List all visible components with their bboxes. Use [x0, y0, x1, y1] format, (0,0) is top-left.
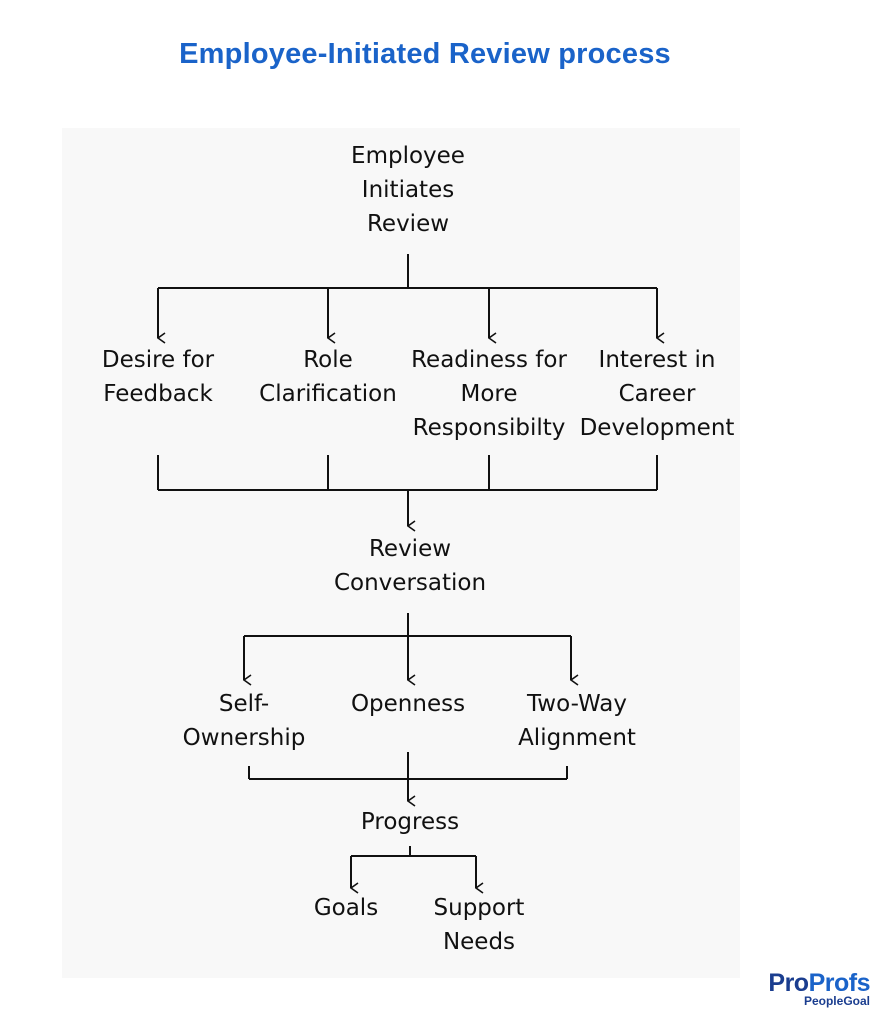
diagram-panel — [62, 128, 740, 978]
page-title: Employee-Initiated Review process — [179, 38, 671, 70]
node-progress: Progress — [360, 809, 460, 835]
logo-pro: Pro — [768, 969, 809, 997]
logo-subtitle: PeopleGoal — [803, 994, 870, 1008]
node-openness: Openness — [350, 691, 466, 717]
node-self-ownership: Self-Ownership — [182, 691, 306, 751]
logo-profs: Profs — [808, 969, 871, 997]
proprofs-logo: ProProfs PeopleGoal — [768, 970, 870, 1008]
node-goals: Goals — [313, 895, 379, 921]
